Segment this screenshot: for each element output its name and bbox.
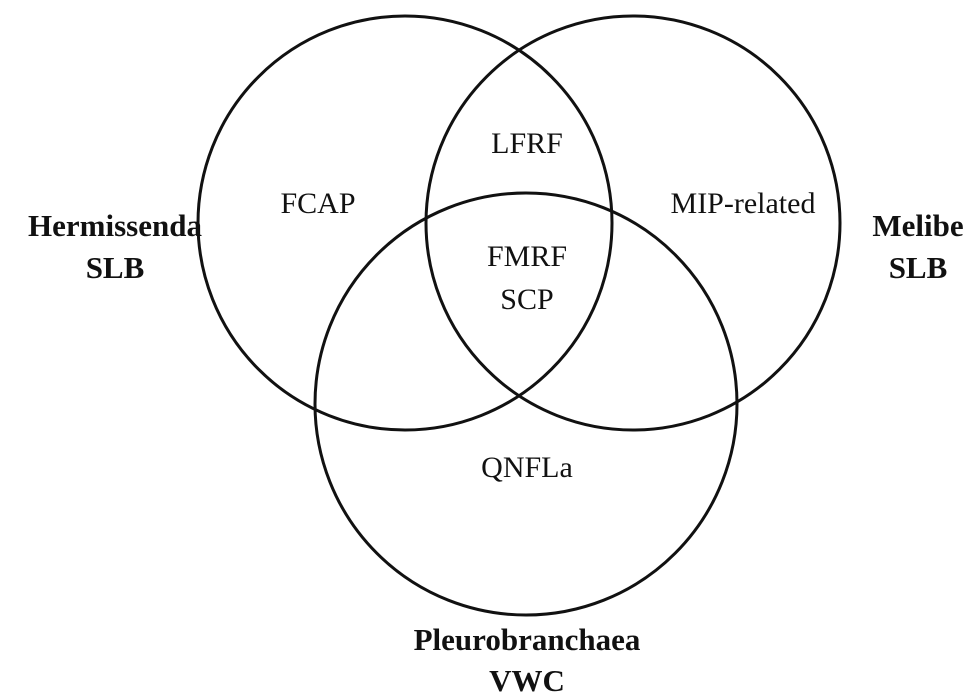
region-all-three-line2: SCP — [500, 283, 553, 316]
set-label-melibe-line2: SLB — [889, 250, 948, 285]
set-label-pleurobranchaea-line2: VWC — [489, 663, 565, 698]
set-label-pleurobranchaea-line1: Pleurobranchaea — [414, 622, 641, 657]
set-label-hermissenda-line2: SLB — [86, 250, 145, 285]
region-melibe-only: MIP-related — [671, 187, 816, 220]
region-hermissenda-melibe: LFRF — [491, 127, 563, 160]
circle-hermissenda-slb — [196, 14, 614, 432]
region-all-three-line1: FMRF — [487, 240, 567, 273]
circle-melibe-slb — [424, 14, 842, 432]
region-hermissenda-only: FCAP — [280, 187, 355, 220]
circle-pleurobranchaea-vwc — [313, 191, 739, 617]
set-label-melibe-line1: Melibe — [872, 208, 963, 243]
set-label-hermissenda-line1: Hermissenda — [28, 208, 202, 243]
region-pleurobranchaea-only: QNFLa — [481, 451, 573, 484]
